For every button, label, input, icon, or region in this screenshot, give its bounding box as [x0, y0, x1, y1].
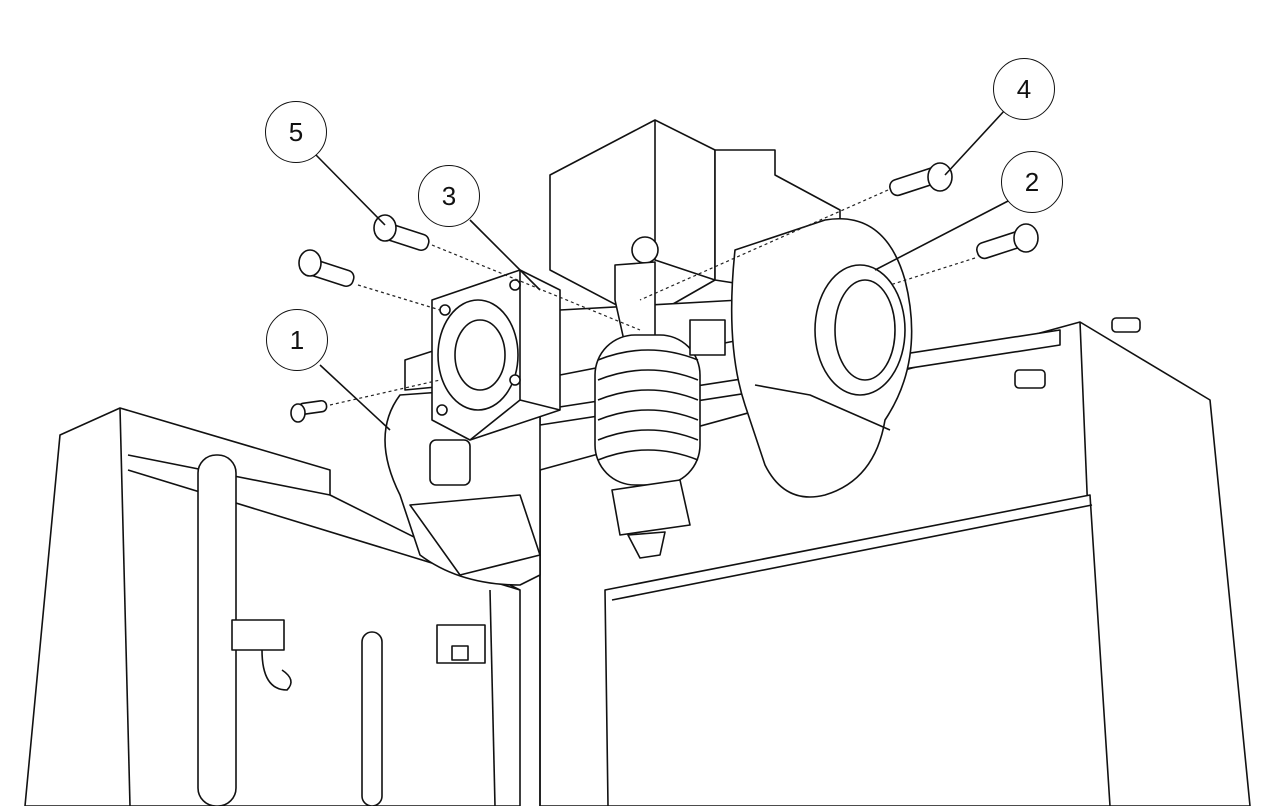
assembly-lines	[329, 189, 976, 406]
callout-3: 3	[418, 165, 480, 227]
screw-right	[976, 223, 1039, 260]
left-fan	[431, 269, 561, 441]
left-fan-duct	[384, 384, 541, 586]
callout-4: 4	[993, 58, 1055, 120]
left-frame-panel	[24, 407, 521, 806]
screw-left-lower	[290, 399, 328, 423]
callout-5: 5	[265, 101, 327, 163]
leader-lines	[315, 109, 1011, 431]
hotend	[594, 319, 726, 559]
callout-2: 2	[1001, 151, 1063, 213]
callout-1: 1	[266, 309, 328, 371]
screw-5	[373, 214, 430, 252]
right-fan-duct	[730, 218, 913, 498]
right-frame-panel	[539, 317, 1251, 806]
screws	[290, 162, 1039, 423]
screw-left-upper	[298, 249, 355, 288]
screw-4	[889, 162, 953, 197]
